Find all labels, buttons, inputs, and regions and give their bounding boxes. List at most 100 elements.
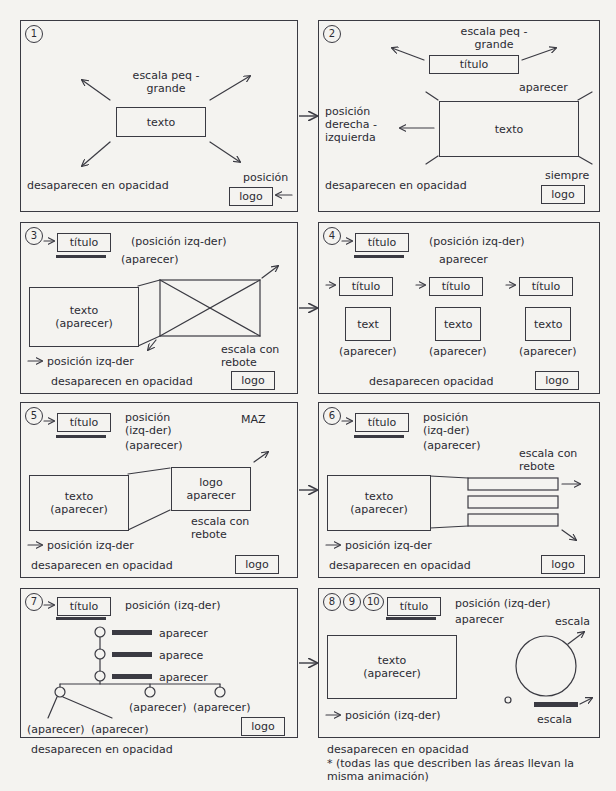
box-label: texto bbox=[495, 123, 523, 136]
step-number-text: 8 bbox=[329, 596, 335, 608]
sketch-note: (aparecer) bbox=[125, 439, 182, 452]
step-number: 8 bbox=[323, 593, 341, 611]
sketch-note: posición (izq-der) bbox=[125, 599, 220, 612]
sketch-box: título bbox=[429, 55, 519, 74]
step-number-text: 7 bbox=[31, 596, 37, 608]
step-number: 4 bbox=[323, 227, 341, 245]
sketch-note: posición (izq-der) bbox=[345, 709, 440, 722]
sketch-box: texto(aparecer) bbox=[327, 635, 457, 699]
box-label: texto bbox=[65, 490, 93, 503]
sketch-note: desaparecen opacidad bbox=[369, 375, 494, 388]
box-label: título bbox=[70, 236, 98, 249]
sketch-note: (posición izq-der) bbox=[131, 235, 226, 248]
sketch-note: escala bbox=[555, 615, 590, 628]
step-number-text: 3 bbox=[31, 230, 37, 242]
box-label: título bbox=[400, 600, 428, 613]
sketch-note: aparecer bbox=[159, 671, 208, 684]
sketch-note: escala peq - grande bbox=[121, 69, 211, 95]
box-label: text bbox=[357, 318, 379, 331]
sketch-box: logo bbox=[541, 555, 585, 574]
storyboard-panel: posición (izq-der)(aparecer)MAZescala co… bbox=[20, 402, 298, 578]
sketch-note: desaparecen en opacidad bbox=[27, 179, 169, 192]
step-number-text: 5 bbox=[31, 410, 37, 422]
sketch-note: escala con rebote bbox=[221, 343, 291, 369]
box-label: texto bbox=[534, 318, 562, 331]
step-number: 1 bbox=[25, 25, 43, 43]
step-number: 3 bbox=[25, 227, 43, 245]
sketch-note: siempre bbox=[545, 169, 589, 182]
sketch-box: text bbox=[345, 307, 391, 341]
storyboard-panel: posición (izq-der)aparecerapareceaparece… bbox=[20, 588, 298, 738]
step-number-text: 9 bbox=[349, 596, 355, 608]
step-number-text: 1 bbox=[31, 28, 37, 40]
step-number: 6 bbox=[323, 407, 341, 425]
box-label: logo bbox=[241, 374, 265, 387]
sketch-note: (aparecer) bbox=[129, 701, 186, 714]
sketch-box: texto bbox=[525, 307, 571, 341]
sketch-note: * (todas las que describen las áreas lle… bbox=[327, 757, 599, 783]
box-label: (aparecer) bbox=[55, 317, 112, 330]
sketch-box: logoaparecer bbox=[171, 467, 251, 511]
sketch-note: aparecer bbox=[519, 81, 568, 94]
sketch-note: desaparecen en opacidad bbox=[327, 743, 469, 756]
sketch-box: título bbox=[355, 413, 409, 432]
storyboard-panel: posición (izq-der)(aparecer)escala con r… bbox=[318, 402, 600, 578]
box-label: título bbox=[442, 280, 470, 293]
box-label: aparecer bbox=[187, 489, 236, 502]
box-label: logo bbox=[245, 558, 269, 571]
storyboard-panel: (posición izq-der) (aparecer) posición izq… bbox=[20, 222, 298, 394]
sketch-box: logo bbox=[535, 371, 579, 390]
sketch-note: posición izq-der bbox=[47, 355, 134, 368]
step-number: 2 bbox=[323, 25, 341, 43]
sketch-note: (aparecer) bbox=[193, 701, 250, 714]
sketch-note: desaparecen en opacidad bbox=[51, 375, 193, 388]
step-number: 7 bbox=[25, 593, 43, 611]
box-label: título bbox=[368, 236, 396, 249]
sketch-note: aparece bbox=[159, 649, 203, 662]
sketch-note: escala peq - grande bbox=[449, 25, 539, 51]
step-number: 10 bbox=[363, 593, 384, 611]
step-number-text: 6 bbox=[329, 410, 335, 422]
sketch-box: título bbox=[519, 277, 573, 296]
storyboard-panel: escala peq - grandeaparecerposición dere… bbox=[318, 20, 600, 212]
flow-arrow bbox=[299, 115, 317, 116]
flow-arrow bbox=[299, 489, 317, 490]
sketch-note: aparecer bbox=[455, 613, 504, 626]
sketch-note: escala con rebote bbox=[191, 515, 261, 541]
flow-arrow bbox=[299, 662, 317, 663]
sketch-box: texto(aparecer) bbox=[29, 475, 129, 531]
step-number: 5 bbox=[25, 407, 43, 425]
sketch-box: título bbox=[57, 233, 111, 252]
sketch-box: texto bbox=[439, 101, 579, 157]
sketch-box: texto(aparecer) bbox=[29, 287, 139, 347]
box-label: logo bbox=[545, 374, 569, 387]
box-label: (aparecer) bbox=[50, 503, 107, 516]
box-label: logo bbox=[251, 720, 275, 733]
sketch-box: título bbox=[57, 413, 111, 432]
box-label: logo bbox=[551, 188, 575, 201]
box-label: título bbox=[70, 600, 98, 613]
sketch-box: logo bbox=[541, 185, 585, 204]
step-number: 9 bbox=[343, 593, 361, 611]
step-number-text: 10 bbox=[367, 596, 380, 608]
box-label: texto bbox=[147, 116, 175, 129]
storyboard-panel: (posición izq-der)aparecer(aparecer)(apa… bbox=[318, 222, 600, 394]
sketch-box: título bbox=[429, 277, 483, 296]
sketch-note: aparecer bbox=[439, 253, 488, 266]
sketch-note: posición (izq-der) bbox=[455, 597, 550, 610]
sketch-note: desaparecen en opacidad bbox=[31, 559, 173, 572]
sketch-box: logo bbox=[241, 717, 285, 736]
sketch-box: texto bbox=[116, 107, 206, 137]
step-number-text: 4 bbox=[329, 230, 335, 242]
box-label: título bbox=[70, 416, 98, 429]
box-label: título bbox=[352, 280, 380, 293]
sketch-box: texto bbox=[435, 307, 481, 341]
sketch-note: posición bbox=[243, 171, 288, 184]
sketch-note: desaparecen en opacidad bbox=[329, 559, 471, 572]
box-label: texto bbox=[70, 304, 98, 317]
sketch-note: (aparecer) bbox=[519, 345, 576, 358]
box-label: texto bbox=[378, 654, 406, 667]
sketch-box: logo bbox=[235, 555, 279, 574]
box-label: (aparecer) bbox=[350, 503, 407, 516]
